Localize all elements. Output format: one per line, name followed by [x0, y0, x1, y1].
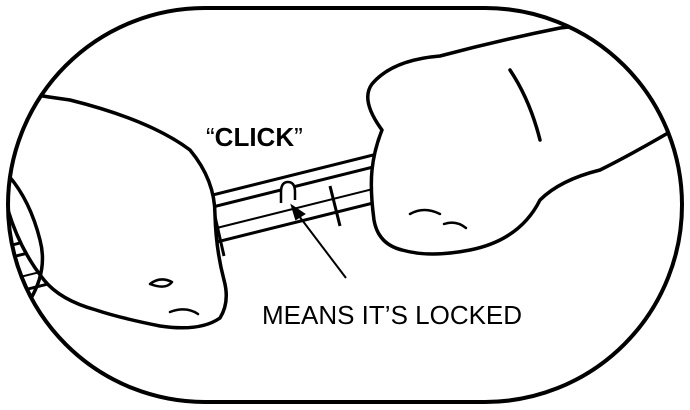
right-hand	[368, 25, 690, 254]
click-label: “CLICK”	[206, 122, 303, 152]
lock-pin-icon	[281, 182, 295, 203]
left-hand	[8, 90, 226, 328]
lock-caption: MEANS IT’S LOCKED	[262, 300, 522, 330]
